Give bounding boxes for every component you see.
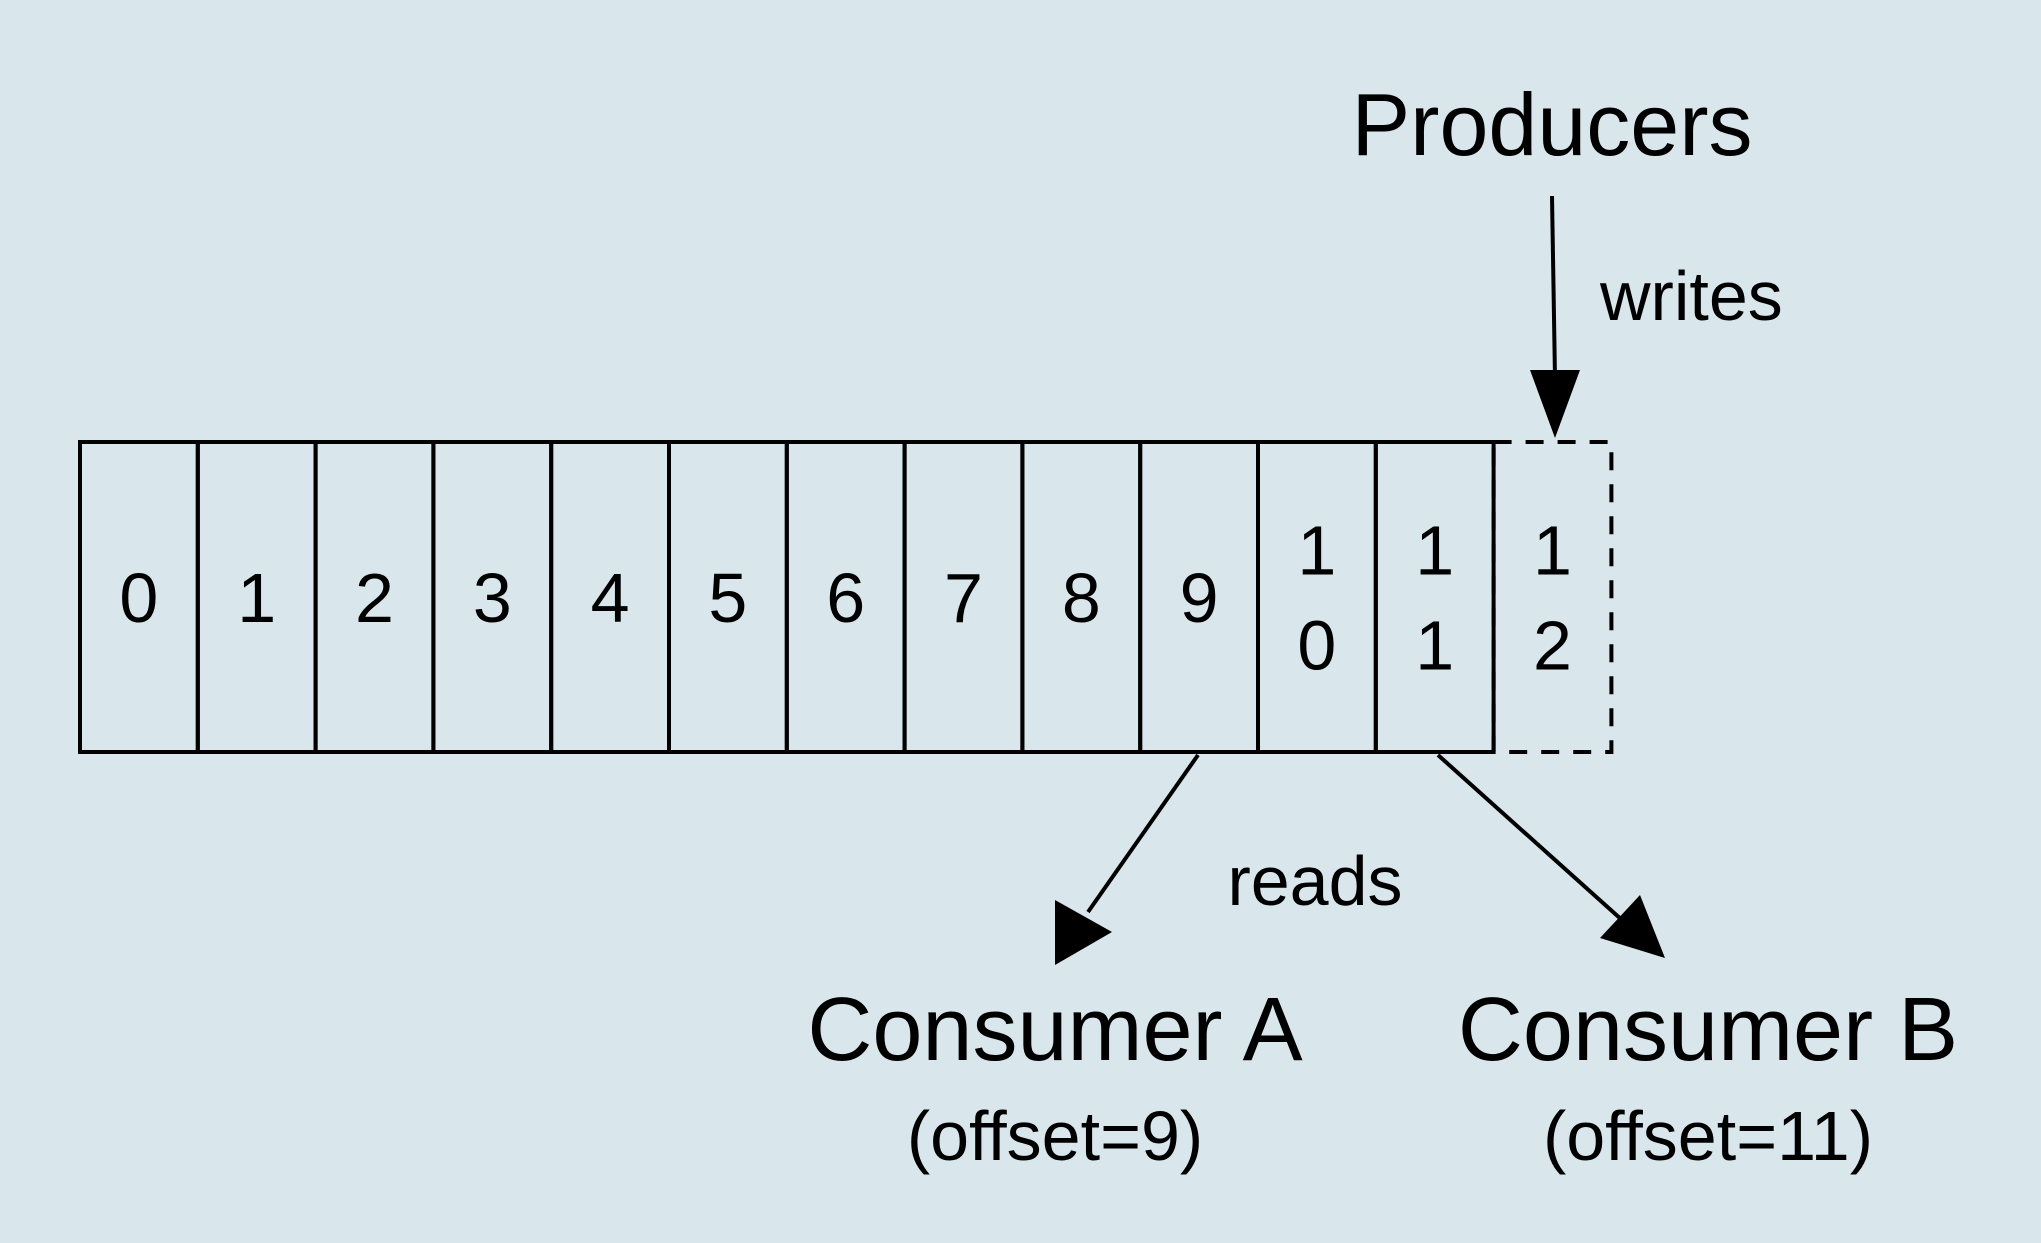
consumer-b-offset: (offset=11): [1543, 1097, 1873, 1175]
consumer-a-read-arrow-head: [1055, 900, 1112, 965]
consumer-b-name: Consumer B: [1458, 980, 1958, 1080]
log-cell-offset: 8: [1062, 559, 1101, 637]
log-cell-offset: 2: [355, 559, 394, 637]
reads-label: reads: [1227, 842, 1402, 920]
log-cell-offset: 4: [591, 559, 630, 637]
producers-write-arrow-head: [1530, 370, 1580, 438]
consumer-a-read-arrow-shaft: [1086, 753, 1200, 914]
log-cell-offset: 3: [473, 559, 512, 637]
producers-write-arrow-shaft: [1550, 195, 1557, 379]
consumer-b-read-arrow-head: [1600, 895, 1665, 958]
log-cell-offset: 7: [944, 559, 983, 637]
consumer-a-offset: (offset=9): [907, 1097, 1203, 1175]
writes-label: writes: [1599, 257, 1783, 335]
log-cell-offset: 6: [826, 559, 865, 637]
producers-label: Producers: [1351, 75, 1752, 174]
log-cell: [1373, 440, 1496, 754]
log-cell-offset: 0: [119, 559, 158, 637]
consumer-b-read-arrow-shaft: [1436, 753, 1624, 922]
log-cell-offset: 5: [708, 559, 747, 637]
log-cell-pending: [1491, 440, 1614, 754]
consumer-a-name: Consumer A: [807, 980, 1302, 1080]
log-cell-offset: 1: [237, 559, 276, 637]
log-cell-offset: 9: [1180, 559, 1219, 637]
